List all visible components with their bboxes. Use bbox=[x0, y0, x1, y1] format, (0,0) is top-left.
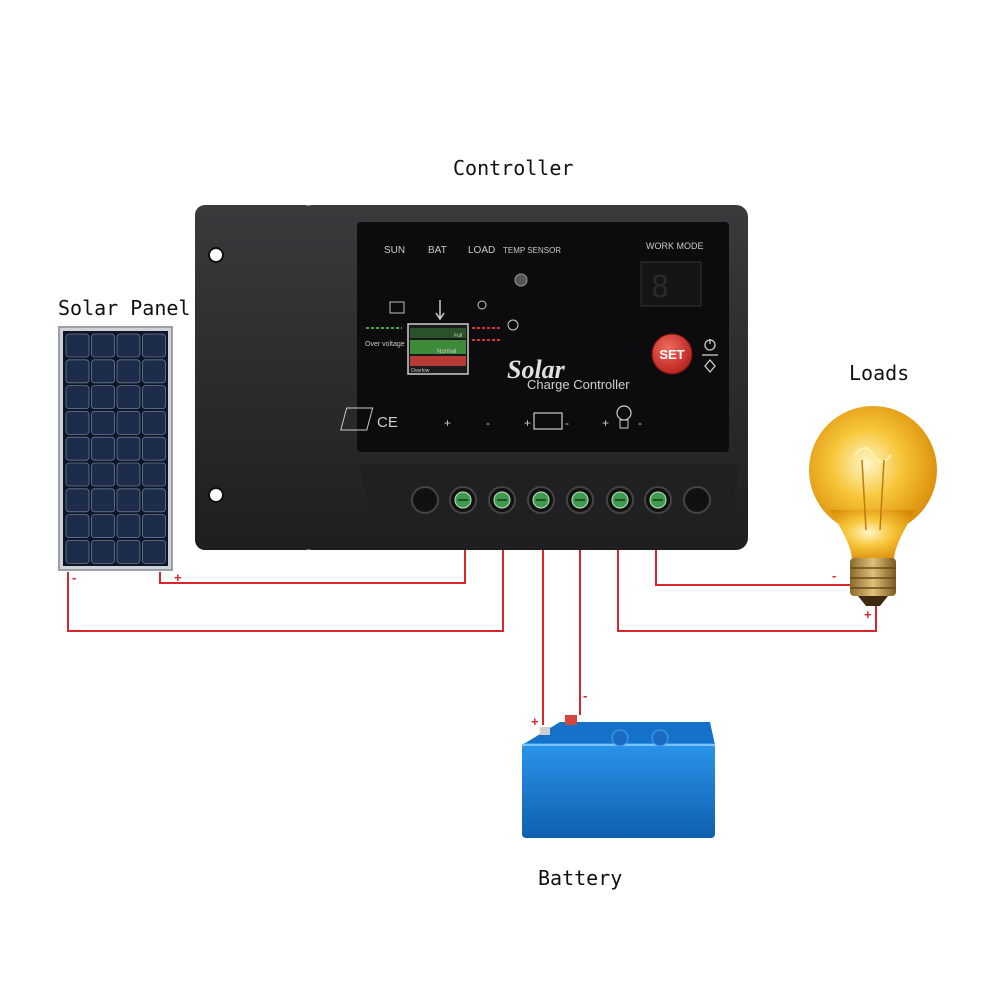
solar-cell bbox=[65, 359, 90, 384]
svg-text:-: - bbox=[486, 416, 490, 430]
solar-panel bbox=[58, 326, 173, 571]
full-label: Full bbox=[454, 333, 462, 339]
brand-script: Solar bbox=[507, 355, 566, 384]
mini-bulb-icon-2 bbox=[477, 300, 487, 310]
battery bbox=[522, 715, 715, 838]
normal-label: Normal bbox=[437, 349, 456, 355]
solar-cell bbox=[116, 540, 141, 564]
power-icon bbox=[702, 339, 718, 374]
battery-icon: + - bbox=[524, 412, 569, 430]
solar-cell bbox=[116, 359, 141, 384]
solar-cell bbox=[65, 410, 90, 435]
battery-negative-terminal bbox=[565, 715, 577, 725]
panel-minus-mark: - bbox=[72, 570, 76, 585]
solar-cell bbox=[116, 333, 141, 358]
solar-cell bbox=[65, 488, 90, 513]
temp-sensor bbox=[514, 273, 528, 287]
over-voltage-label: Over voltage bbox=[365, 341, 405, 348]
solar-cell bbox=[116, 488, 141, 513]
solar-panel-label: Solar Panel bbox=[58, 296, 191, 320]
solar-cell bbox=[116, 385, 141, 410]
solar-cell bbox=[142, 359, 166, 384]
indicator-sun: SUN bbox=[384, 245, 405, 256]
solar-cell bbox=[116, 436, 141, 461]
battery-positive-terminal bbox=[540, 727, 550, 735]
charge-controller: SUN BAT LOAD TEMP SENSOR WORK MODE 8 Ove… bbox=[195, 205, 748, 550]
svg-text:-: - bbox=[565, 416, 569, 430]
svg-text:-: - bbox=[638, 416, 642, 430]
solar-cell bbox=[142, 462, 166, 487]
solar-cell bbox=[91, 359, 115, 384]
brand-subtitle: Charge Controller bbox=[527, 377, 630, 392]
terminals bbox=[411, 486, 711, 514]
svg-text:+: + bbox=[602, 416, 609, 430]
solar-cell bbox=[142, 385, 166, 410]
solar-cell bbox=[91, 462, 115, 487]
display-digit: 8 bbox=[651, 270, 669, 305]
solar-cell bbox=[116, 410, 141, 435]
work-mode-label: WORK MODE bbox=[646, 241, 704, 251]
solar-cell bbox=[91, 514, 115, 538]
solar-cells bbox=[65, 333, 166, 564]
solar-cell bbox=[91, 540, 115, 564]
load-plus-mark: + bbox=[864, 607, 872, 622]
light-bulb bbox=[809, 406, 937, 606]
svg-text:+: + bbox=[444, 416, 451, 430]
solar-cell bbox=[65, 540, 90, 564]
solar-cell bbox=[91, 410, 115, 435]
controller-label: Controller bbox=[453, 156, 574, 180]
status-diagram: Over voltage Normal Overlow Full bbox=[365, 300, 519, 375]
set-button-label: SET bbox=[659, 347, 684, 362]
mini-panel-icon bbox=[389, 301, 405, 314]
solar-cell bbox=[91, 385, 115, 410]
wire-load-positive bbox=[617, 515, 877, 632]
mode-display bbox=[640, 261, 702, 307]
panel-icon: + - bbox=[340, 407, 490, 431]
mount-hole bbox=[683, 486, 711, 514]
battery-label: Battery bbox=[538, 866, 623, 890]
mount-hole bbox=[411, 486, 439, 514]
solar-cell bbox=[142, 333, 166, 358]
solar-cell bbox=[91, 488, 115, 513]
mini-bulb-icon bbox=[507, 319, 519, 331]
bulb-icon: + - bbox=[602, 405, 642, 430]
set-button[interactable] bbox=[651, 333, 693, 375]
solar-cell bbox=[142, 514, 166, 538]
loads-label: Loads bbox=[849, 361, 910, 385]
solar-cell bbox=[65, 462, 90, 487]
overlow-label: Overlow bbox=[411, 368, 430, 374]
indicator-bat: BAT bbox=[428, 245, 447, 256]
battery-plus-mark: + bbox=[531, 714, 539, 729]
controller-face bbox=[357, 222, 729, 452]
solar-cell bbox=[91, 436, 115, 461]
load-minus-mark: - bbox=[832, 568, 836, 583]
indicator-load: LOAD bbox=[468, 245, 495, 256]
solar-cell bbox=[116, 462, 141, 487]
polarity-marks: + - + - - + bbox=[72, 568, 872, 729]
battery-minus-mark: - bbox=[583, 688, 587, 703]
solar-cell bbox=[65, 333, 90, 358]
solar-cell bbox=[142, 540, 166, 564]
panel-plus-mark: + bbox=[174, 570, 182, 585]
solar-cell bbox=[91, 333, 115, 358]
indicator-temp-sensor: TEMP SENSOR bbox=[503, 246, 561, 255]
ce-mark: CE bbox=[377, 414, 398, 431]
solar-cell bbox=[65, 436, 90, 461]
solar-cell bbox=[116, 514, 141, 538]
wire-panel-negative bbox=[67, 515, 504, 632]
solar-cell bbox=[65, 385, 90, 410]
solar-cell bbox=[142, 488, 166, 513]
solar-cell bbox=[142, 436, 166, 461]
solar-cell bbox=[65, 514, 90, 538]
solar-cell bbox=[142, 410, 166, 435]
svg-text:+: + bbox=[524, 416, 531, 430]
